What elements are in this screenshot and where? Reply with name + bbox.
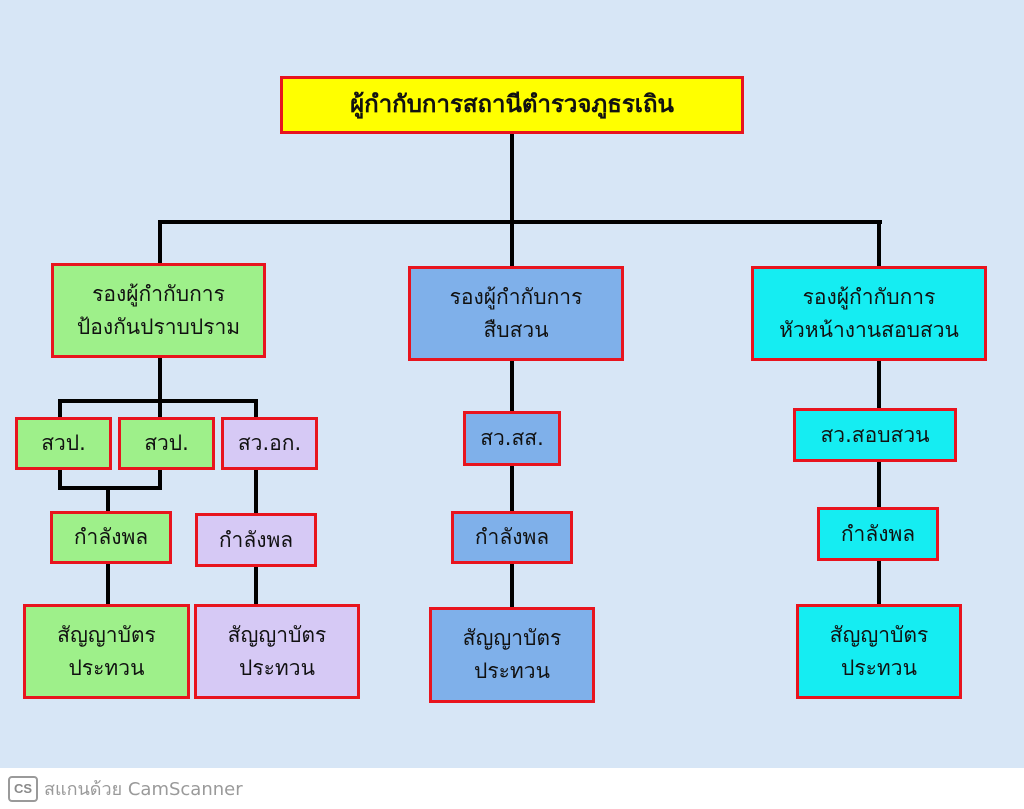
connector-svp1-up [58, 399, 62, 417]
connector-svss-manpower-to-roster [510, 563, 514, 608]
connector-main-horizontal [158, 220, 882, 224]
manpower-svss-label: กำลังพล [474, 525, 550, 550]
deputy-suppression-line1: รองผู้กำกับการ [92, 281, 225, 306]
camscanner-logo-icon: CS [8, 775, 38, 802]
unit-svss-box: สว.สส. [463, 411, 561, 466]
connector-svok-to-manpower [254, 469, 258, 514]
roster-svp-line2: ประทวน [68, 655, 145, 680]
manpower-svok-label: กำลังพล [218, 527, 294, 552]
roster-svp-box: สัญญาบัตร ประทวน [23, 604, 190, 699]
connector-svp1-down [58, 469, 62, 490]
unit-svp2-box: สวป. [118, 417, 215, 470]
unit-svok-box: สว.อก. [221, 417, 318, 470]
connector-inquiry-down [877, 360, 881, 409]
connector-svp-join [58, 486, 162, 490]
connector-to-suppression [158, 220, 162, 264]
deputy-investigation-line2: สืบสวน [483, 317, 549, 342]
unit-svsobsuan-label: สว.สอบสวน [820, 422, 930, 447]
unit-svok-label: สว.อก. [237, 431, 302, 456]
roster-svsobsuan-line1: สัญญาบัตร [829, 622, 929, 647]
roster-svss-line2: ประทวน [474, 659, 550, 683]
org-chart-canvas: ผู้กำกับการสถานีตำรวจภูธรเถิน รองผู้กำกั… [0, 0, 1024, 768]
connector-svp-manpower-to-roster [106, 563, 110, 606]
connector-to-investigation [510, 220, 514, 266]
connector-svsobsuan-to-manpower [877, 461, 881, 508]
deputy-suppression-line2: ป้องกันปราบปราม [76, 314, 241, 339]
connector-suppression-branch [58, 399, 257, 403]
manpower-svp-box: กำลังพล [50, 511, 172, 564]
deputy-inquiry-box: รองผู้กำกับการ หัวหน้างานสอบสวน [751, 266, 987, 361]
superintendent-box: ผู้กำกับการสถานีตำรวจภูธรเถิน [280, 76, 744, 134]
deputy-inquiry-line1: รองผู้กำกับการ [802, 284, 936, 309]
unit-svss-label: สว.สส. [480, 426, 544, 451]
roster-svsobsuan-box: สัญญาบัตร ประทวน [796, 604, 962, 699]
superintendent-label: ผู้กำกับการสถานีตำรวจภูธรเถิน [350, 90, 674, 119]
roster-svss-line1: สัญญาบัตร [462, 626, 562, 651]
roster-svok-line2: ประทวน [239, 655, 315, 680]
connector-suppression-down [158, 357, 162, 401]
unit-svp1-label: สวป. [41, 431, 86, 456]
connector-investigation-down [510, 360, 514, 412]
connector-svok-up [254, 399, 258, 417]
roster-svp-line1: สัญญาบัตร [57, 622, 156, 647]
manpower-svsobsuan-box: กำลังพล [817, 507, 939, 561]
deputy-inquiry-line2: หัวหน้างานสอบสวน [779, 317, 959, 342]
camscanner-text: สแกนด้วย CamScanner [44, 779, 243, 800]
connector-svp-to-manpower [106, 486, 110, 512]
connector-top-vertical [510, 133, 514, 224]
camscanner-watermark: CS สแกนด้วย CamScanner [0, 768, 1024, 809]
connector-svp2-up [158, 399, 162, 417]
roster-svsobsuan-line2: ประทวน [841, 655, 917, 680]
manpower-svok-box: กำลังพล [195, 513, 317, 567]
unit-svp1-box: สวป. [15, 417, 112, 470]
roster-svss-box: สัญญาบัตร ประทวน [429, 607, 595, 703]
connector-svss-to-manpower [510, 465, 514, 512]
unit-svsobsuan-box: สว.สอบสวน [793, 408, 957, 462]
connector-svp2-down [158, 469, 162, 490]
manpower-svsobsuan-label: กำลังพล [840, 521, 916, 546]
roster-svok-box: สัญญาบัตร ประทวน [194, 604, 360, 699]
deputy-investigation-line1: รองผู้กำกับการ [449, 284, 583, 309]
connector-svok-manpower-to-roster [254, 566, 258, 606]
manpower-svss-box: กำลังพล [451, 511, 573, 564]
manpower-svp-label: กำลังพล [73, 525, 149, 550]
unit-svp2-label: สวป. [144, 431, 189, 456]
deputy-investigation-box: รองผู้กำกับการ สืบสวน [408, 266, 624, 361]
connector-svsobsuan-manpower-to-roster [877, 560, 881, 605]
deputy-suppression-box: รองผู้กำกับการ ป้องกันปราบปราม [51, 263, 266, 358]
roster-svok-line1: สัญญาบัตร [227, 622, 327, 647]
connector-to-inquiry [877, 220, 881, 266]
